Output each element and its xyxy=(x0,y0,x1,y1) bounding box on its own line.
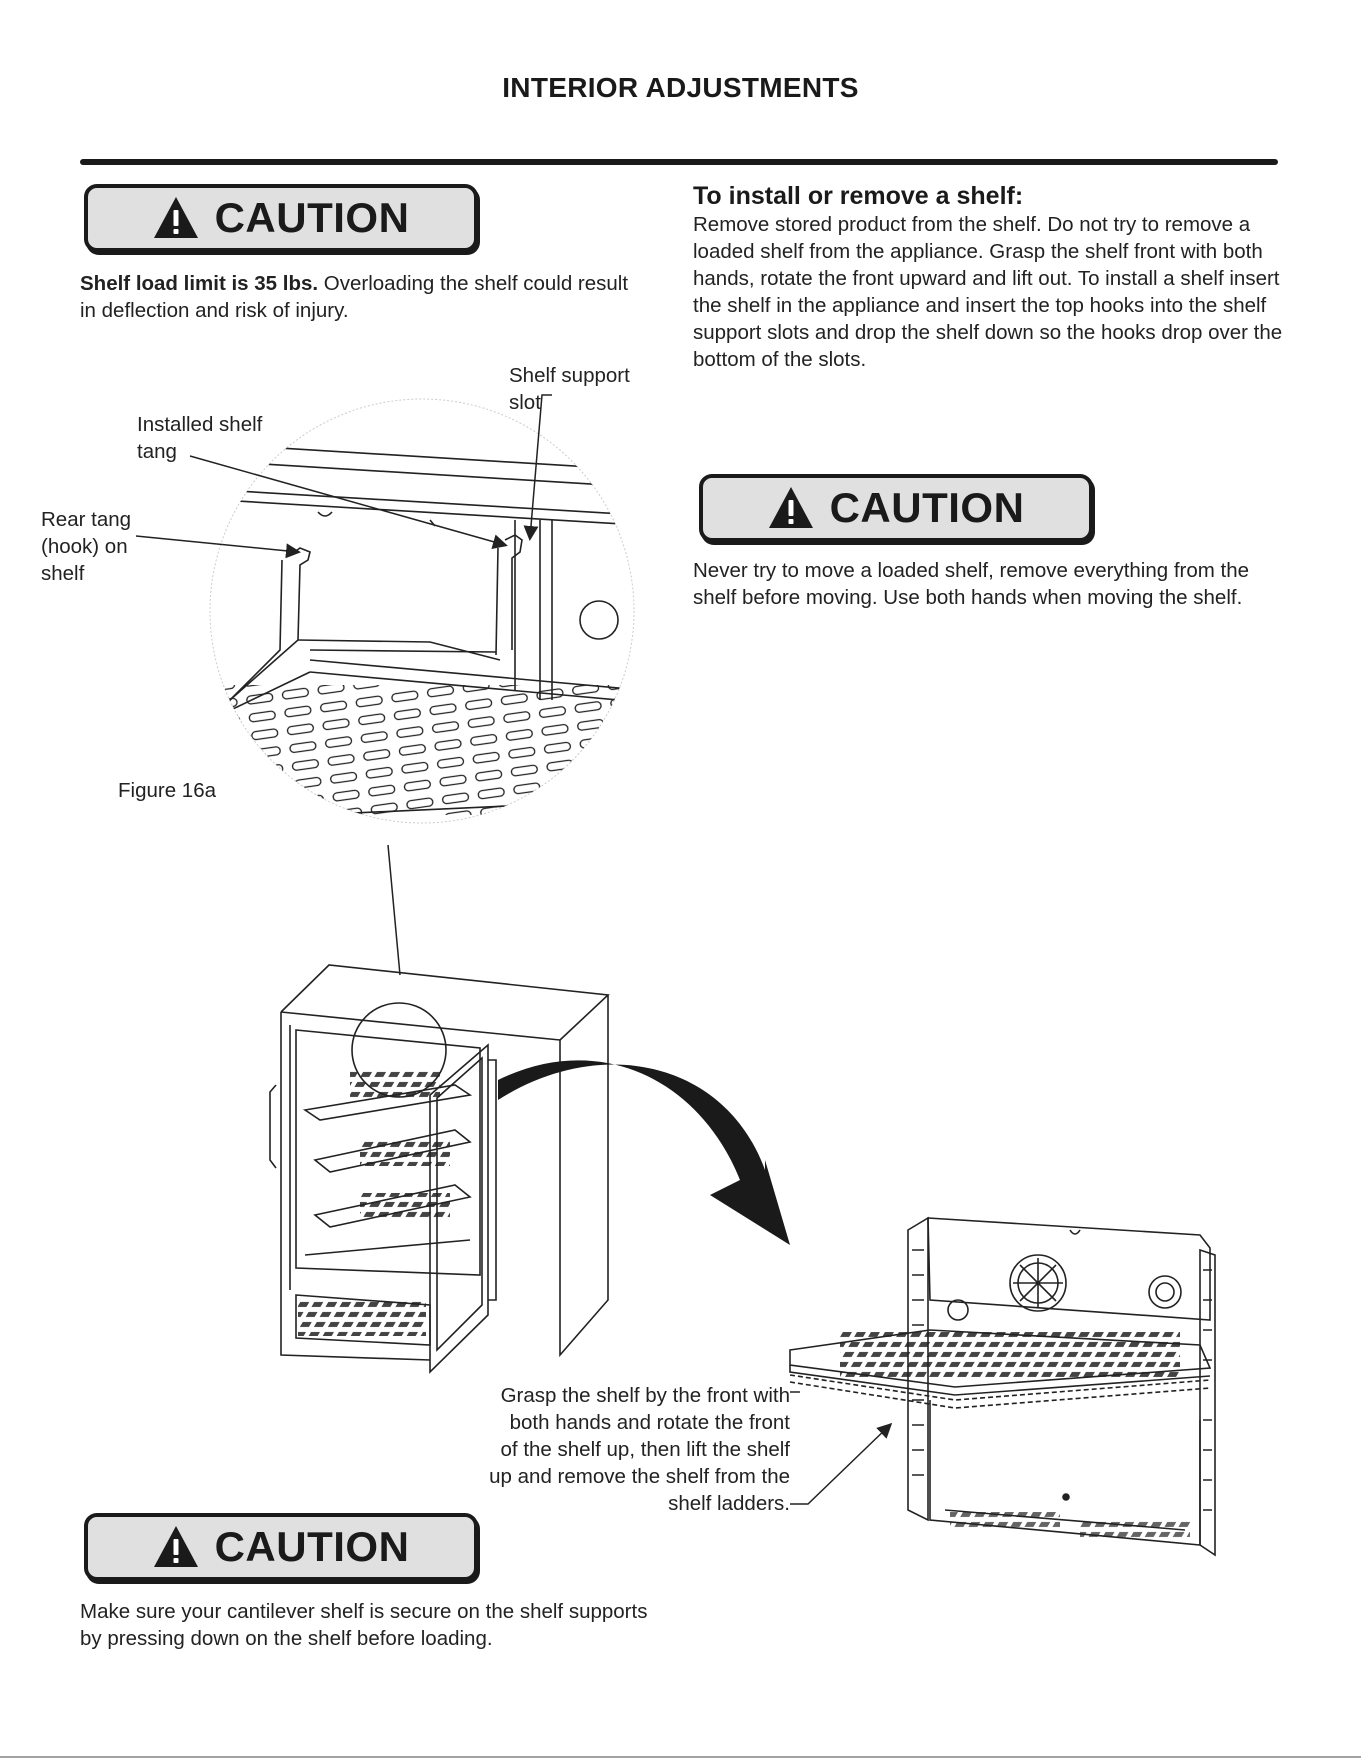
magnify-leader xyxy=(387,844,401,976)
caution-1-rest: Overloading the shelf could result in de… xyxy=(80,272,629,322)
caution-banner-1: CAUTION xyxy=(84,184,478,252)
caution-label: CAUTION xyxy=(829,484,1025,531)
warning-triangle-icon xyxy=(768,487,813,528)
caution-label: CAUTION xyxy=(214,1523,410,1570)
caution-label: CAUTION xyxy=(214,194,410,241)
warning-triangle-icon xyxy=(153,1526,198,1567)
removed-shelf-holes xyxy=(840,1332,1190,1538)
grasp-instruction: Grasp the shelf by the front with both h… xyxy=(489,1384,790,1515)
caution-2-text: Never try to move a loaded shelf, remove… xyxy=(693,559,1250,609)
header-rule xyxy=(80,159,1278,165)
install-heading: To install or remove a shelf: xyxy=(693,182,1024,210)
removed-shelf-drawing xyxy=(789,1216,1216,1557)
curved-arrow xyxy=(498,1060,790,1245)
caution-banner-2: CAUTION xyxy=(699,474,1093,542)
leader-rear xyxy=(135,535,301,559)
magnified-shelf-detail xyxy=(209,398,635,824)
callout-shelf-support-slot: Shelf support slot xyxy=(509,364,630,414)
callout-rear-tang: Rear tang (hook) on shelf xyxy=(41,508,132,585)
leader-installed xyxy=(189,455,508,549)
caution-banner-3: CAUTION xyxy=(84,1513,478,1581)
caution-3-text: Make sure your cantilever shelf is secur… xyxy=(80,1600,648,1650)
callout-installed-shelf-tang: Installed shelf tang xyxy=(137,413,263,463)
figure-label: Figure 16a xyxy=(118,779,217,802)
caution-1-bold: Shelf load limit is 35 lbs. xyxy=(80,272,319,295)
leader-slot xyxy=(523,394,552,541)
leader-grasp xyxy=(790,1422,893,1505)
page-title: INTERIOR ADJUSTMENTS xyxy=(502,72,859,103)
caution-1-text: Shelf load limit is 35 lbs. Overloading … xyxy=(80,270,640,324)
install-body: Remove stored product from the shelf. Do… xyxy=(693,213,1283,371)
warning-triangle-icon xyxy=(153,197,198,238)
appliance-shelf-holes xyxy=(298,1068,450,1336)
